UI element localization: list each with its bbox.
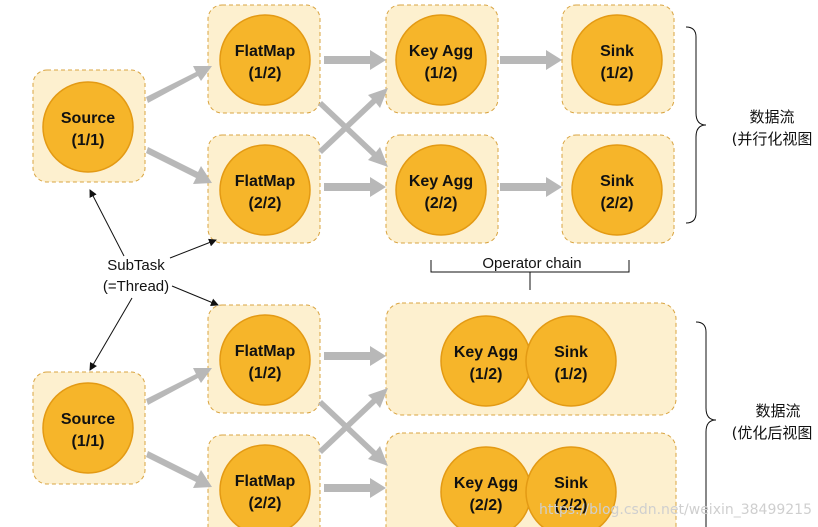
bottom-keyagg2-node: Key Agg (2/2) xyxy=(440,446,532,527)
bottom-sink1-node: Sink (1/2) xyxy=(525,315,617,407)
node-name: Sink xyxy=(600,173,634,190)
node-circle xyxy=(219,144,311,236)
bottom-keyagg1-node: Key Agg (1/2) xyxy=(440,315,532,407)
top-arrow-keyagg2-sink2 xyxy=(500,177,562,197)
bottom-source-node: Source (1/1) xyxy=(42,382,134,474)
node-index: (2/2) xyxy=(470,497,503,514)
operator-chain-label: Operator chain xyxy=(482,255,581,272)
node-name: FlatMap xyxy=(235,173,296,190)
top-flatmap2-node: FlatMap (2/2) xyxy=(219,144,311,236)
node-circle xyxy=(571,144,663,236)
bottom-view-label-line1: 数据流 xyxy=(755,402,800,420)
top-view-label-line1: 数据流 xyxy=(749,108,794,126)
node-circle xyxy=(219,314,311,406)
subtask-pointer-top-flatmap2 xyxy=(169,238,217,259)
operator-chain-bracket xyxy=(430,260,630,290)
subtask-annotation: SubTask (=Thread) xyxy=(89,189,219,371)
node-name: Key Agg xyxy=(409,43,473,60)
subtask-label-line1: SubTask xyxy=(107,257,165,274)
node-circle xyxy=(395,144,487,236)
node-name: Key Agg xyxy=(454,475,518,492)
top-view-label-line2: (并行化视图 xyxy=(732,130,813,148)
node-circle xyxy=(219,444,311,527)
bottom-dataflow-section: Source (1/1) FlatMap (1/2) FlatMap (2/2)… xyxy=(32,302,813,527)
top-view-brace xyxy=(685,26,707,224)
node-index: (1/2) xyxy=(470,366,503,383)
bottom-arrow-flatmap2-chain1 xyxy=(318,388,388,454)
node-circle xyxy=(42,382,134,474)
node-index: (1/2) xyxy=(601,65,634,82)
top-arrow-flatmap1-keyagg2 xyxy=(318,101,388,167)
node-index: (2/2) xyxy=(555,497,588,514)
node-name: Key Agg xyxy=(409,173,473,190)
node-circle xyxy=(42,81,134,173)
bottom-sink2-node: Sink (2/2) xyxy=(525,446,617,527)
node-circle xyxy=(219,14,311,106)
top-keyagg2-node: Key Agg (2/2) xyxy=(395,144,487,236)
node-index: (1/1) xyxy=(72,132,105,149)
node-index: (1/2) xyxy=(249,365,282,382)
node-index: (2/2) xyxy=(425,195,458,212)
node-name: FlatMap xyxy=(235,43,296,60)
top-source-node: Source (1/1) xyxy=(42,81,134,173)
subtask-label-line2: (=Thread) xyxy=(103,278,169,295)
top-sink2-node: Sink (2/2) xyxy=(571,144,663,236)
bottom-arrow-flatmap1-chain1 xyxy=(324,346,386,366)
node-index: (2/2) xyxy=(601,195,634,212)
bottom-flatmap1-node: FlatMap (1/2) xyxy=(219,314,311,406)
subtask-pointer-bottom-source xyxy=(89,297,133,371)
node-name: Sink xyxy=(600,43,634,60)
subtask-pointer-top-source xyxy=(89,189,125,257)
node-name: Sink xyxy=(554,475,588,492)
top-arrow-source-flatmap1 xyxy=(146,66,212,103)
bottom-arrow-flatmap2-chain2 xyxy=(324,478,386,498)
bottom-arrow-source-flatmap1 xyxy=(146,368,212,405)
bottom-arrow-source-flatmap2 xyxy=(146,451,212,488)
top-arrow-keyagg1-sink1 xyxy=(500,50,562,70)
subtask-pointer-bottom-flatmap1 xyxy=(171,285,219,307)
top-dataflow-section: Source (1/1) FlatMap (1/2) FlatMap (2/2)… xyxy=(32,4,813,290)
top-keyagg1-node: Key Agg (1/2) xyxy=(395,14,487,106)
node-circle xyxy=(525,446,617,527)
node-name: Key Agg xyxy=(454,344,518,361)
node-index: (1/2) xyxy=(425,65,458,82)
bottom-stream-arrows xyxy=(146,346,388,498)
bottom-flatmap2-node: FlatMap (2/2) xyxy=(219,444,311,527)
top-stream-arrows xyxy=(146,50,562,197)
bottom-view-label-line2: (优化后视图 xyxy=(732,424,813,442)
node-index: (1/1) xyxy=(72,433,105,450)
node-name: FlatMap xyxy=(235,473,296,490)
node-index: (1/2) xyxy=(555,366,588,383)
top-arrow-source-flatmap2 xyxy=(146,147,212,184)
node-name: Source xyxy=(61,411,115,428)
node-index: (2/2) xyxy=(249,195,282,212)
top-arrow-flatmap2-keyagg1 xyxy=(318,88,388,154)
top-flatmap1-node: FlatMap (1/2) xyxy=(219,14,311,106)
top-arrow-flatmap2-keyagg2 xyxy=(324,177,386,197)
node-circle xyxy=(525,315,617,407)
node-circle xyxy=(571,14,663,106)
node-circle xyxy=(395,14,487,106)
source-watermark: https://blog.csdn.net/weixin_38499215 xyxy=(539,502,812,518)
node-name: FlatMap xyxy=(235,343,296,360)
top-sink1-node: Sink (1/2) xyxy=(571,14,663,106)
top-arrow-flatmap1-keyagg1 xyxy=(324,50,386,70)
node-circle xyxy=(440,315,532,407)
node-name: Sink xyxy=(554,344,588,361)
node-index: (1/2) xyxy=(249,65,282,82)
node-index: (2/2) xyxy=(249,495,282,512)
bottom-arrow-flatmap1-chain2 xyxy=(318,400,388,466)
node-name: Source xyxy=(61,110,115,127)
bottom-view-brace xyxy=(695,321,717,527)
